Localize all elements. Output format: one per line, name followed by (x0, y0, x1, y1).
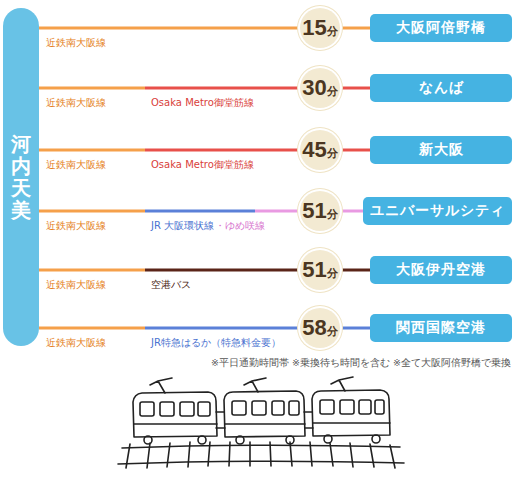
route-segment (39, 149, 145, 152)
route-line (340, 211, 363, 212)
line-name: 近鉄南大阪線 (45, 219, 107, 232)
rails (118, 442, 404, 468)
footnote: ※平日通勤時間帯 ※乗換待ち時間を含む ※全て大阪阿倍野橋で乗換 (210, 356, 512, 369)
route-segment (145, 327, 300, 330)
destination-name: 関西国際空港 (396, 319, 486, 337)
minutes-unit: 分 (327, 12, 338, 52)
station-name: 河内天美 (11, 133, 31, 221)
destination-name: 新大阪 (419, 141, 464, 159)
route-segment (145, 210, 255, 213)
time-circle: 15分 (300, 8, 340, 48)
route-segment (340, 327, 370, 330)
destination-name: ユニバーサルシティ (370, 202, 505, 220)
route-line (340, 150, 370, 151)
minutes-unit: 分 (327, 134, 338, 174)
route-segment (39, 210, 145, 213)
line-name: 近鉄南大阪線 (45, 336, 107, 349)
line-name: 近鉄南大阪線 (45, 36, 107, 49)
minutes-unit: 分 (327, 254, 338, 294)
destination-box: なんば (370, 74, 512, 102)
route-segment (39, 269, 145, 272)
minutes-number: 58 (302, 308, 326, 348)
line-name: 近鉄南大阪線 (45, 96, 107, 109)
line-name: Osaka Metro御堂筋線 (150, 96, 255, 109)
route-segment (255, 210, 300, 213)
destination-name: なんば (419, 79, 464, 97)
minutes-number: 45 (302, 130, 326, 170)
route-segment (39, 27, 300, 30)
route-segment (39, 327, 145, 330)
line-name: 近鉄南大阪線 (45, 158, 107, 171)
destination-name: 大阪阿倍野橋 (396, 19, 486, 37)
route-line (39, 328, 300, 329)
destination-name: 大阪伊丹空港 (396, 261, 486, 279)
minutes-number: 15 (302, 8, 326, 48)
time-circle: 58分 (300, 308, 340, 348)
time-circle: 45分 (300, 130, 340, 170)
minutes-unit: 分 (327, 312, 338, 352)
minutes-unit: 分 (327, 195, 338, 235)
route-segment (39, 87, 145, 90)
minutes-number: 30 (302, 68, 326, 108)
route-line (340, 88, 370, 89)
time-circle: 51分 (300, 191, 340, 231)
line-name: JR 大阪環状線 (150, 219, 215, 232)
route-line (39, 270, 300, 271)
route-segment (340, 87, 370, 90)
line-name: 近鉄南大阪線 (45, 278, 107, 291)
route-line (39, 88, 300, 89)
line-name: 空港バス (150, 278, 192, 291)
destination-box: 関西国際空港 (370, 314, 512, 342)
route-segment (145, 87, 300, 90)
route-segment (340, 149, 370, 152)
route-segment (145, 269, 300, 272)
route-line (39, 211, 300, 212)
minutes-number: 51 (302, 250, 326, 290)
destination-box: 新大阪 (370, 136, 512, 164)
route-line (340, 28, 370, 29)
line-name: JR特急はるか（特急料金要） (150, 336, 282, 349)
destination-box: ユニバーサルシティ (363, 197, 512, 225)
train-cars (133, 377, 390, 444)
origin-station-pill: 河内天美 (3, 8, 39, 346)
time-circle: 30分 (300, 68, 340, 108)
route-line (340, 270, 370, 271)
route-line (39, 28, 300, 29)
route-line (39, 150, 300, 151)
line-name: Osaka Metro御堂筋線 (150, 158, 255, 171)
minutes-number: 51 (302, 191, 326, 231)
destination-box: 大阪伊丹空港 (370, 256, 512, 284)
minutes-unit: 分 (327, 72, 338, 112)
route-segment (340, 269, 370, 272)
route-line (340, 328, 370, 329)
destination-box: 大阪阿倍野橋 (370, 14, 512, 42)
line-name: ・ゆめ咲線 (214, 219, 266, 232)
route-segment (340, 210, 363, 213)
time-circle: 51分 (300, 250, 340, 290)
route-segment (145, 149, 300, 152)
route-segment (340, 27, 370, 30)
